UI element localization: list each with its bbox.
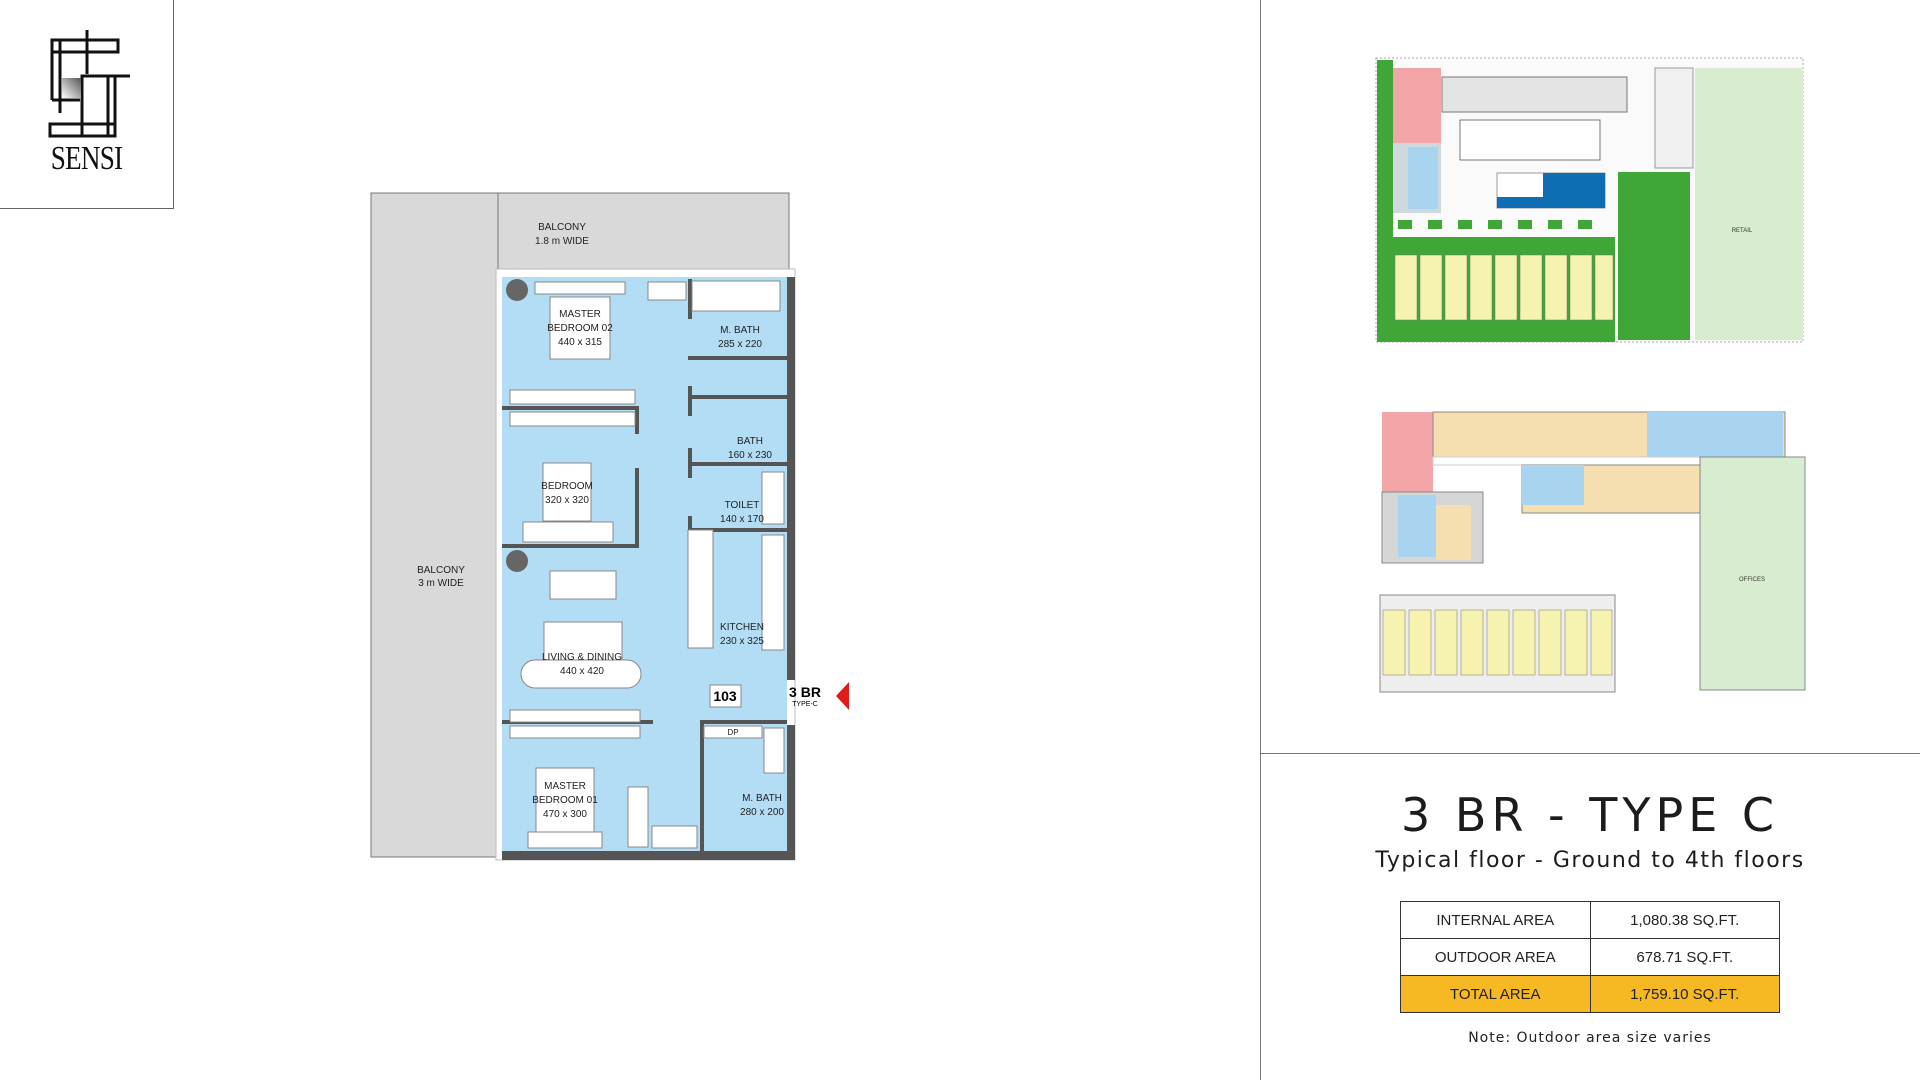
furniture (509, 280, 785, 849)
balcony-left-label: BALCONY (417, 565, 465, 576)
table-row: OUTDOOR AREA 678.71 SQ.FT. (1400, 938, 1780, 976)
balcony-top-width: 1.8 m WIDE (535, 236, 589, 247)
room-size: 320 x 320 (545, 495, 589, 506)
unit-number: 103 (713, 688, 737, 704)
table-row: INTERNAL AREA 1,080.38 SQ.FT. (1400, 901, 1780, 939)
table-row-total: TOTAL AREA 1,759.10 SQ.FT. (1400, 975, 1780, 1013)
room-name: TOILET (725, 500, 760, 511)
area-label: INTERNAL AREA (1400, 901, 1591, 939)
unit-type: 3 BR (789, 684, 821, 700)
floor-plan: BALCONY 1.8 m WIDE BALCONY 3 m WIDE MAST… (370, 192, 849, 861)
key-plans: RETAIL OFFICES (1375, 57, 1806, 693)
entrance-arrow-icon (836, 682, 849, 710)
unit-number-box (709, 684, 742, 708)
dp-label: DP (727, 728, 738, 737)
area-label: TOTAL AREA (1400, 975, 1591, 1013)
room-name: MASTER (559, 309, 601, 320)
note: Note: Outdoor area size varies (1468, 1030, 1712, 1046)
unit-title: 3 BR - TYPE C (1401, 788, 1779, 842)
room-size: 160 x 230 (728, 450, 772, 461)
room-size: 140 x 170 (720, 514, 764, 525)
room-name: BATH (737, 436, 763, 447)
offices-label: OFFICES (1739, 577, 1765, 583)
area-table: INTERNAL AREA 1,080.38 SQ.FT. OUTDOOR AR… (1400, 901, 1780, 1013)
unit-subtitle: Typical floor - Ground to 4th floors (1375, 848, 1805, 873)
sensi-logo-mark-icon (48, 30, 130, 138)
typical-floor-key-plan: OFFICES (1379, 411, 1806, 693)
balcony-top-label: BALCONY (538, 222, 586, 233)
balcony-left-width: 3 m WIDE (418, 578, 464, 589)
room-size: 285 x 220 (718, 339, 762, 350)
logo: SENSI (0, 0, 174, 209)
room-name: KITCHEN (720, 622, 764, 633)
room-size: 230 x 325 (720, 636, 764, 647)
room-size: 440 x 420 (560, 666, 604, 677)
room-size: 280 x 200 (740, 807, 784, 818)
retail-label: RETAIL (1732, 228, 1753, 234)
room-size: 440 x 315 (558, 337, 602, 348)
ground-floor-key-plan: RETAIL (1375, 57, 1804, 343)
area-value: 678.71 SQ.FT. (1589, 938, 1780, 976)
room-name: M. BATH (742, 793, 782, 804)
room-name: BEDROOM 02 (547, 323, 613, 334)
room-name: BEDROOM (541, 481, 593, 492)
room-size: 470 x 300 (543, 809, 587, 820)
brand-name: SENSI (50, 140, 123, 177)
room-name: BEDROOM 01 (532, 795, 598, 806)
unit-subtype: TYPE-C (792, 701, 818, 708)
area-value: 1,080.38 SQ.FT. (1589, 901, 1780, 939)
vertical-divider (1260, 0, 1261, 1080)
balcony-area (370, 192, 790, 858)
area-label: OUTDOOR AREA (1400, 938, 1591, 976)
room-name: MASTER (544, 781, 586, 792)
room-name: M. BATH (720, 325, 760, 336)
room-name: LIVING & DINING (542, 652, 622, 663)
area-value: 1,759.10 SQ.FT. (1589, 975, 1780, 1013)
horizontal-divider (1260, 753, 1920, 754)
unit-interior (502, 277, 787, 851)
